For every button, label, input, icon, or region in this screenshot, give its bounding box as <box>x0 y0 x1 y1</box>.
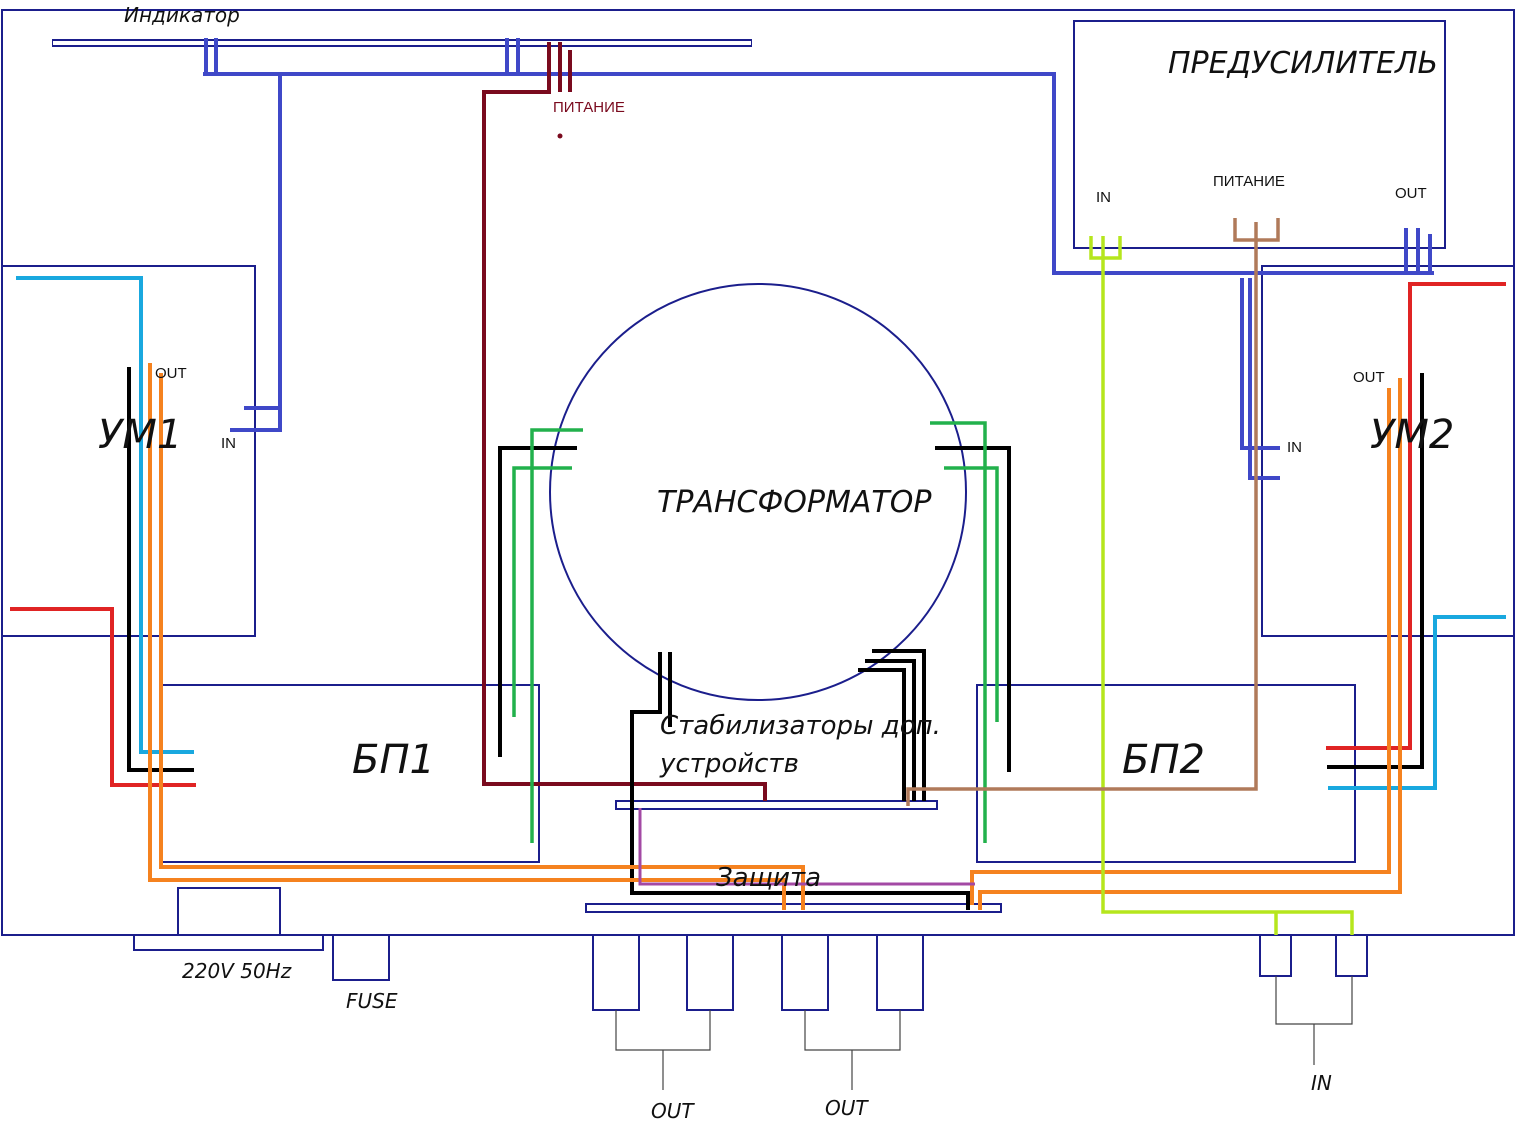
amp2-out-label: OUT <box>1353 369 1385 386</box>
psu1-label: БП1 <box>352 737 435 783</box>
amp2-in-wire-b <box>1248 278 1280 480</box>
stabilizer-black-1 <box>630 652 970 910</box>
green-wires <box>512 421 999 843</box>
psu2-box <box>976 684 1356 863</box>
purple-wires <box>638 808 975 886</box>
amp1-cyan <box>16 276 194 754</box>
stabilizers-bar <box>615 800 938 810</box>
stabilizers-label-line2: устройств <box>659 749 799 779</box>
out-left-label: OUT <box>651 1099 695 1123</box>
indicator-label: Индикатор <box>124 3 240 27</box>
stabilizer-black-5 <box>872 649 926 801</box>
preamp-power-brown <box>906 240 1258 806</box>
stabilizer-black-4 <box>865 659 916 801</box>
mains-socket <box>177 887 281 936</box>
out-jack-2 <box>686 934 734 1011</box>
amp2-in-wire <box>1240 278 1280 450</box>
stabilizer-to-protection <box>638 808 975 886</box>
protection-bar <box>585 903 1002 913</box>
preamp-power-label: ПИТАНИЕ <box>1213 173 1285 190</box>
preamp-out-label: OUT <box>1395 185 1427 202</box>
amp1-red <box>10 607 196 787</box>
trafo-left-green-1 <box>530 428 583 843</box>
amp1-orange-1 <box>148 363 786 910</box>
out-right-leader <box>804 1010 901 1051</box>
jack-leaders <box>615 976 1353 1090</box>
brown-wires <box>906 218 1280 806</box>
amp1-orange-2 <box>159 373 805 910</box>
preamp-label: ПРЕДУСИЛИТЕЛЬ <box>1168 46 1438 81</box>
stabilizer-black-3 <box>858 668 906 801</box>
out-jack-1 <box>592 934 640 1011</box>
trafo-left-green-2 <box>512 466 572 717</box>
cyan-wires <box>16 276 1506 790</box>
transformer-circle <box>549 283 967 701</box>
fuse-holder <box>332 934 390 981</box>
trafo-left-black <box>498 446 577 757</box>
out-jack-4 <box>876 934 924 1011</box>
preamp-in-label: IN <box>1096 189 1111 206</box>
preamp-in-lime <box>1101 258 1354 935</box>
orange-wires <box>148 363 1402 910</box>
indicator-bus <box>203 72 1434 275</box>
fuse-label: FUSE <box>346 989 398 1013</box>
in-leader <box>1275 976 1353 1025</box>
out-jack-3 <box>781 934 829 1011</box>
out-left-leader <box>615 1010 711 1051</box>
amp1-in-label: IN <box>221 435 236 452</box>
psu2-label: БП2 <box>1122 737 1205 783</box>
amp2-black <box>1327 373 1424 769</box>
preamp-box <box>1073 20 1446 249</box>
in-jack-1 <box>1259 934 1292 977</box>
trafo-right-green-2 <box>944 466 999 722</box>
labels: Индикатор ПРЕДУСИЛИТЕЛЬ IN ПИТАНИЕ OUT П… <box>98 3 1454 1123</box>
chassis-outline <box>1 9 1515 936</box>
out-right-label: OUT <box>825 1096 869 1120</box>
frames <box>1 9 1515 1011</box>
amp2-in-label: IN <box>1287 439 1302 456</box>
protection-label: Защита <box>716 863 821 893</box>
amp1-black <box>127 367 194 772</box>
blue-signal-wires <box>203 38 1434 480</box>
indicator-power-a <box>482 42 767 801</box>
amp2-red <box>1326 282 1506 750</box>
indicator-power-dot <box>557 133 563 139</box>
mains-label: 220V 50Hz <box>182 959 292 983</box>
indicator-power-wires <box>482 42 767 801</box>
trafo-right-black <box>935 446 1011 772</box>
in-bottom-label: IN <box>1311 1071 1332 1095</box>
transformer-label: ТРАНСФОРМАТОР <box>657 485 932 520</box>
amp1-label: УМ1 <box>98 412 182 458</box>
stabilizers-label-line1: Стабилизаторы доп. <box>660 711 941 741</box>
amp1-out-label: OUT <box>155 365 187 382</box>
amp2-label: УМ2 <box>1370 412 1454 458</box>
trafo-right-green-1 <box>930 421 987 843</box>
mains-socket-base <box>133 934 324 951</box>
amp2-orange-1 <box>978 378 1402 910</box>
amp2-cyan <box>1328 615 1506 790</box>
lime-wires <box>1089 236 1354 935</box>
preamp-in-fork <box>1089 236 1122 260</box>
amp1-in-wire <box>230 74 282 432</box>
amp2-orange-2 <box>970 388 1391 905</box>
in-jack-2 <box>1335 934 1368 977</box>
red-wires <box>10 282 1506 787</box>
black-wires <box>127 367 1424 910</box>
indicator-power-label: ПИТАНИЕ <box>553 99 625 116</box>
